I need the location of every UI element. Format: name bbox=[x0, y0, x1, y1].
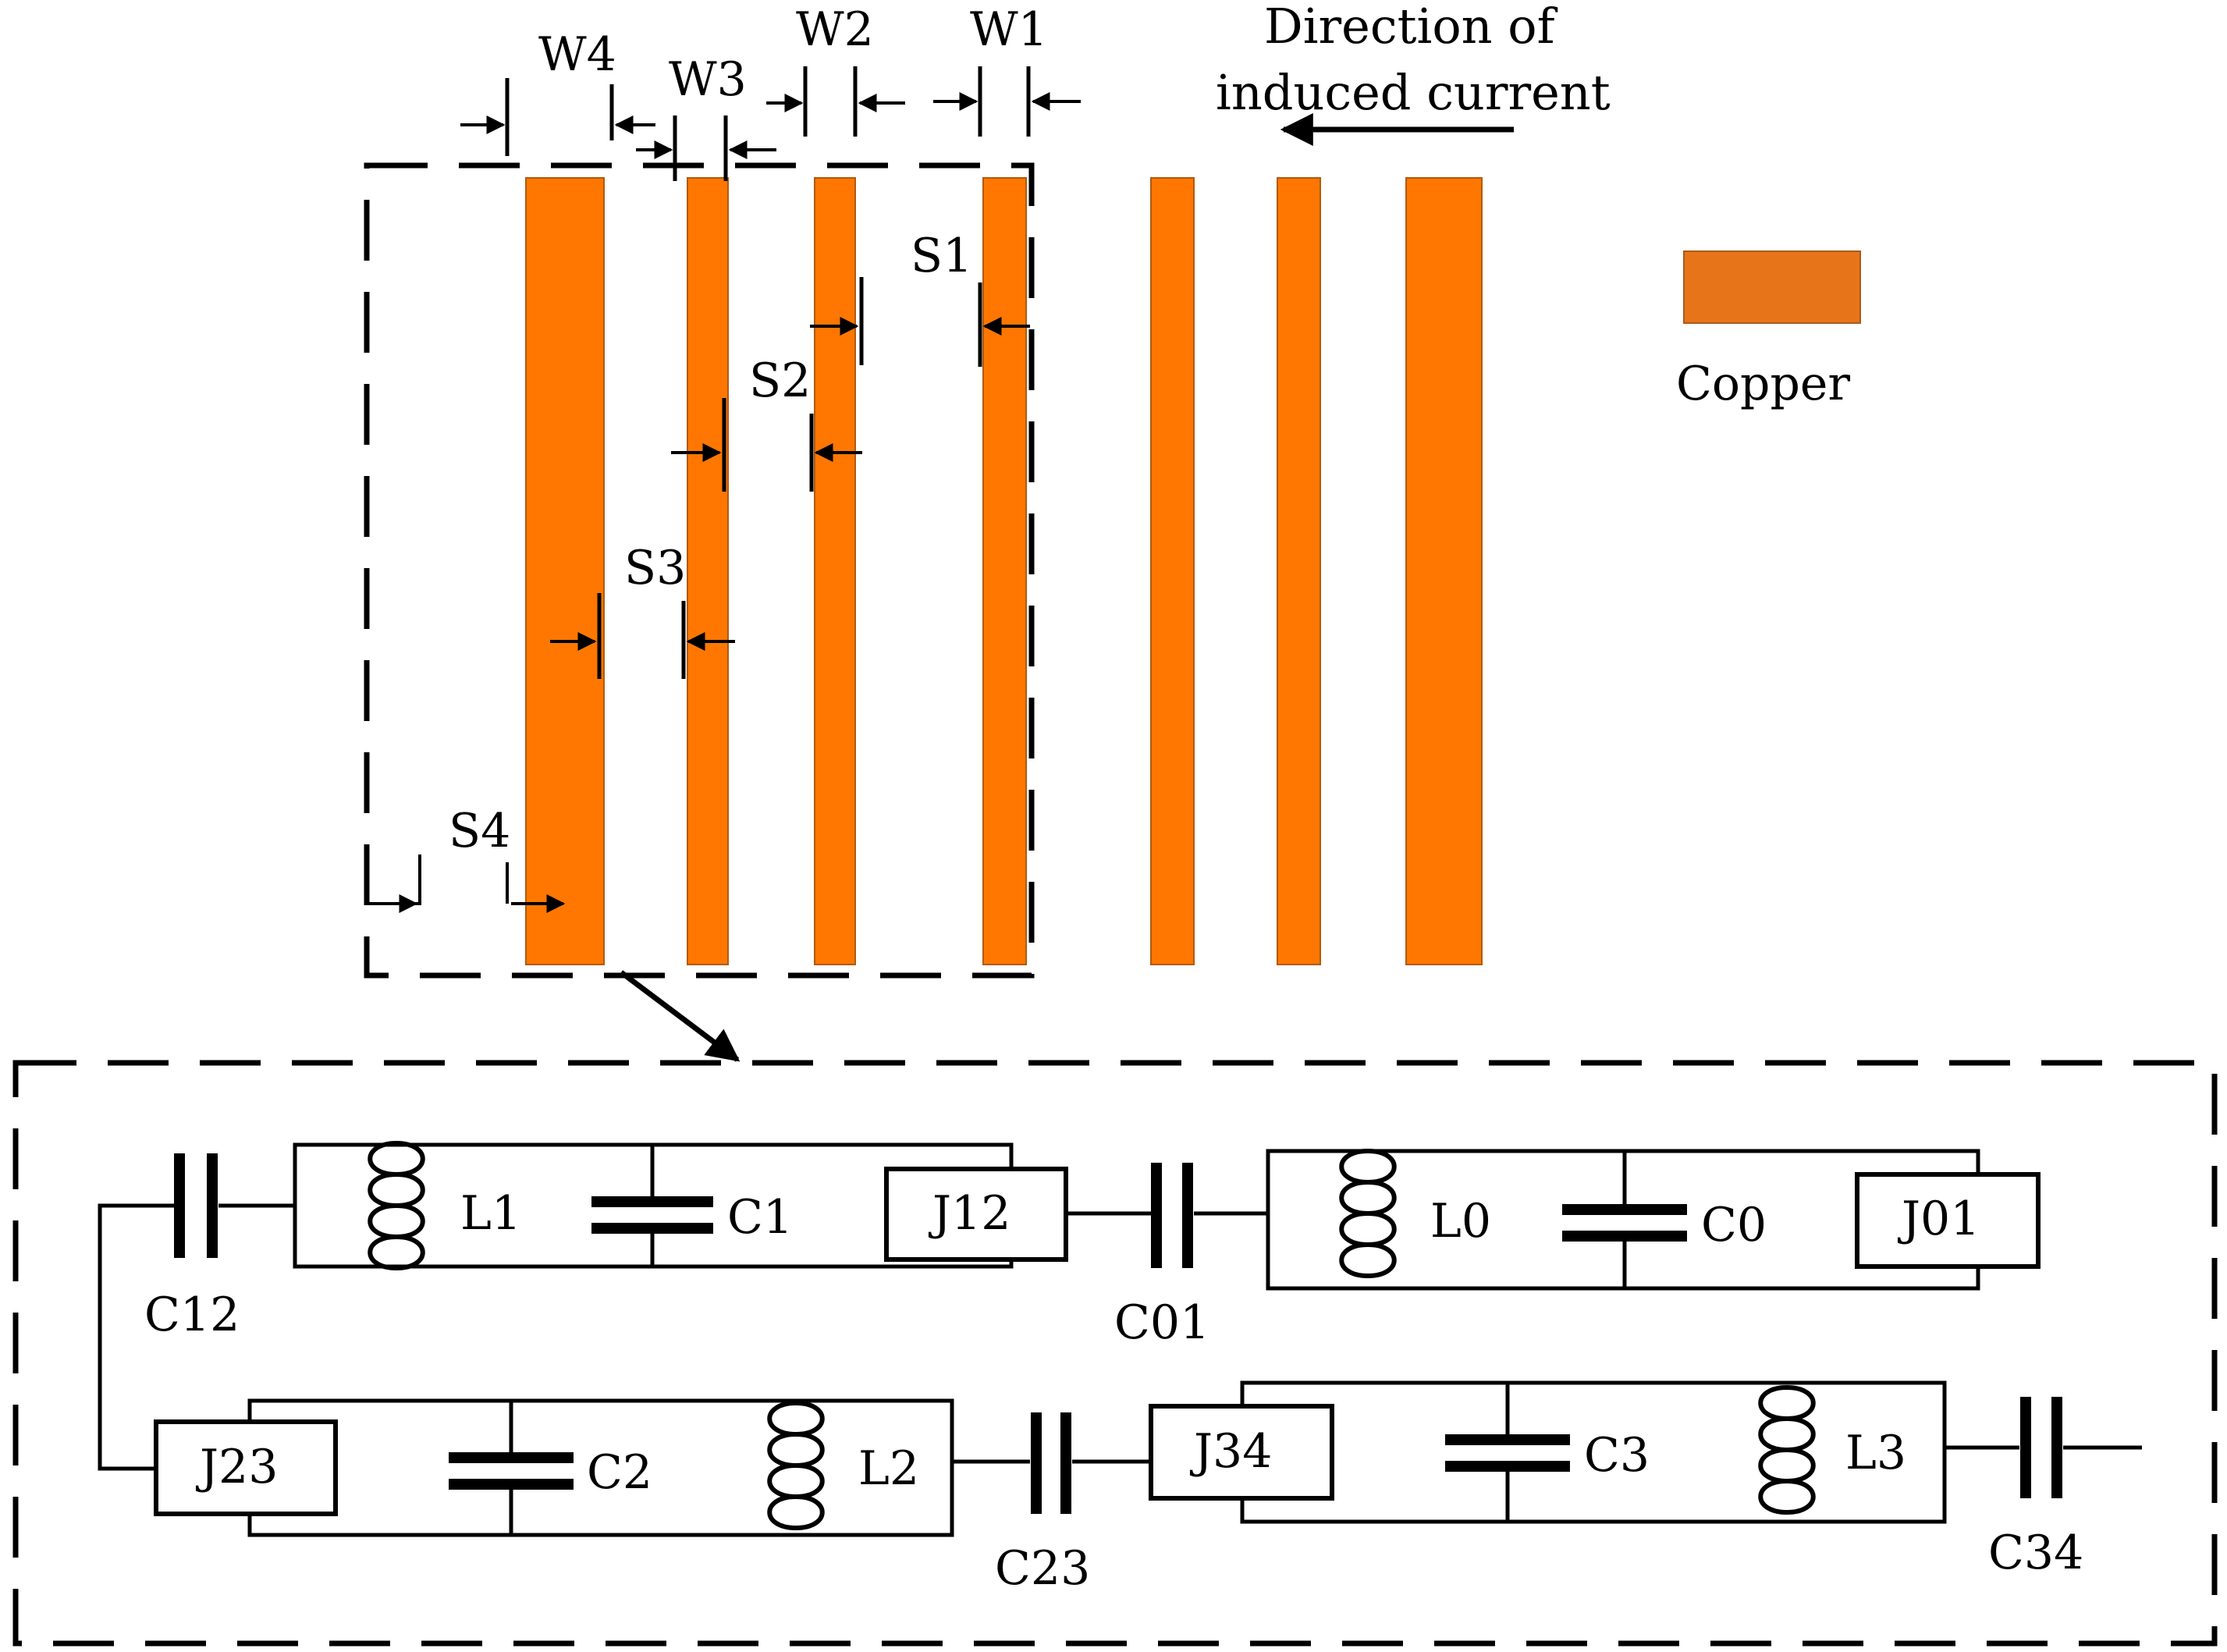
inductor-l1-icon bbox=[370, 1143, 423, 1268]
label-c12: C12 bbox=[144, 1288, 240, 1342]
label-c0: C0 bbox=[1701, 1198, 1767, 1252]
equivalent-circuit: C12 L1 C1 J12 C01 L0 C0 J01 J23 bbox=[98, 1143, 2142, 1596]
label-c3: C3 bbox=[1584, 1428, 1650, 1483]
spacing-dimensions: S1 S2 S3 S4 bbox=[367, 229, 1030, 913]
legend-swatch bbox=[1683, 250, 1861, 324]
label-l1: L1 bbox=[460, 1186, 521, 1241]
inductor-l3-icon bbox=[1760, 1387, 1813, 1512]
legend: Copper bbox=[1676, 250, 1861, 411]
zoom-arrow bbox=[619, 970, 741, 1062]
label-w1: W1 bbox=[970, 2, 1048, 57]
copper-strip-2-mirror bbox=[1277, 177, 1321, 965]
strip-layout bbox=[525, 177, 1483, 965]
junction-j34 bbox=[1149, 1404, 1334, 1501]
copper-strip-3 bbox=[687, 177, 729, 965]
label-s2: S2 bbox=[749, 353, 811, 408]
junction-j01 bbox=[1855, 1172, 2041, 1269]
circuit-box bbox=[12, 1060, 2218, 1647]
label-c34: C34 bbox=[1988, 1526, 2083, 1580]
label-c1: C1 bbox=[727, 1190, 793, 1245]
label-c01: C01 bbox=[1114, 1295, 1209, 1350]
legend-label: Copper bbox=[1676, 357, 1850, 411]
label-s1: S1 bbox=[911, 229, 972, 283]
inductor-l0-icon bbox=[1341, 1151, 1394, 1276]
label-j01: J01 bbox=[1897, 1192, 1980, 1246]
label-w3: W3 bbox=[669, 52, 747, 107]
copper-strip-3-mirror bbox=[1405, 177, 1483, 965]
inductor-l2-icon bbox=[769, 1403, 822, 1528]
direction-label-line1: Direction of bbox=[1264, 0, 1558, 55]
copper-strip-1-mirror bbox=[1150, 177, 1195, 965]
junction-j23 bbox=[154, 1419, 338, 1516]
direction-annotation: Direction of induced current bbox=[1216, 0, 1611, 146]
label-j12: J12 bbox=[928, 1186, 1010, 1241]
direction-label-line2: induced current bbox=[1216, 64, 1611, 121]
label-c23: C23 bbox=[995, 1541, 1090, 1596]
label-w4: W4 bbox=[538, 27, 616, 82]
label-s4: S4 bbox=[449, 804, 510, 858]
selection-box bbox=[364, 162, 1035, 979]
label-j23: J23 bbox=[195, 1440, 278, 1494]
label-c2: C2 bbox=[587, 1445, 652, 1500]
label-s3: S3 bbox=[624, 541, 686, 595]
label-l3: L3 bbox=[1845, 1426, 1906, 1480]
label-l0: L0 bbox=[1430, 1194, 1491, 1249]
label-l2: L2 bbox=[858, 1441, 919, 1496]
width-dimensions: W4 W3 W2 W1 bbox=[460, 2, 1081, 181]
copper-strip-1 bbox=[982, 177, 1027, 965]
copper-strip-4 bbox=[525, 177, 605, 965]
label-j34: J34 bbox=[1189, 1424, 1272, 1479]
label-w2: W2 bbox=[796, 2, 874, 57]
copper-strip-2 bbox=[814, 177, 856, 965]
